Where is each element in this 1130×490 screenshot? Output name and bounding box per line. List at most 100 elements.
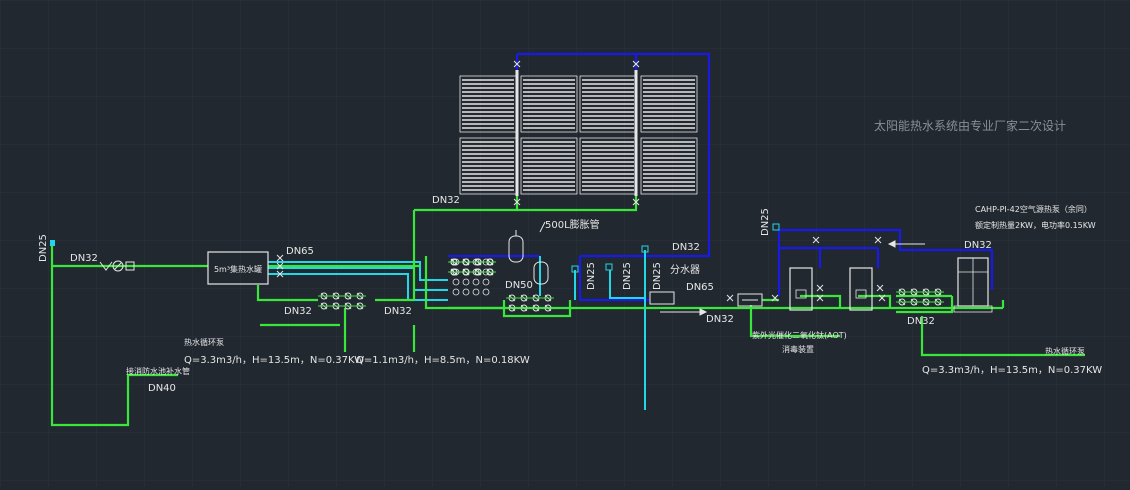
pump-b-spec: Q=1.1m3/h，H=8.5m，N=0.18KW [356, 355, 530, 366]
heater-a-pipe [800, 294, 842, 308]
dn32-pump-c-label: DN32 [907, 316, 935, 327]
solar-panel [640, 75, 698, 133]
gate-valve-icon [632, 60, 640, 68]
solar-panel [579, 137, 637, 195]
dn32-pump-b-label: DN32 [384, 306, 412, 317]
solar-panel [459, 75, 517, 133]
fire-pool-pipe-label: 接消防水池补水管 [126, 366, 190, 376]
pump-group-a [318, 292, 366, 310]
uv-disinfection-label: 紫外光催化二氧化钛(AOT) [752, 330, 847, 340]
dn25-label-c: DN25 [652, 262, 663, 290]
pump-c-spec: Q=3.3m3/h，H=13.5m，N=0.37KW [922, 365, 1102, 376]
heatpump-spec-label: 额定制热量2KW，电功率0.15KW [975, 220, 1096, 230]
water-heater-a [789, 267, 813, 311]
gate-valve-icon [513, 198, 521, 206]
heatpump-model-label: CAHP-PI-42空气源热泵（余同） [975, 204, 1092, 214]
gate-valve-icon [726, 294, 734, 302]
pump-a-title: 热水循环泵 [184, 337, 224, 347]
pump-b-loop [502, 300, 572, 318]
hot-water-tank-label: 5m³集热水罐 [214, 264, 262, 274]
supply-pipes [50, 196, 1085, 427]
tank-outlet-cyan-3 [268, 273, 448, 301]
main-hot-supply-pipe [424, 256, 1003, 310]
design-note: 太阳能热水系统由专业厂家二次设计 [874, 118, 1066, 133]
pressure-gauge-icon [112, 260, 124, 272]
dn32-pump-a-label: DN32 [284, 306, 312, 317]
dn25-label-b: DN25 [622, 262, 633, 290]
gate-valve-icon [876, 284, 884, 292]
gate-valve-icon [874, 236, 882, 244]
solar-panel [520, 75, 578, 133]
collector-supply-right [517, 196, 638, 212]
solar-panel [459, 137, 517, 195]
tank-outlet-cyan-1 [268, 261, 448, 281]
dn65-tank-label: DN65 [286, 246, 314, 257]
water-divider [649, 291, 675, 305]
gate-valve-icon [812, 236, 820, 244]
fire-pool-leader [126, 373, 178, 395]
meter-icon [125, 261, 135, 271]
return-to-divider-pipe [578, 256, 650, 302]
cyan-branch-b [609, 270, 645, 299]
expansion-vessel [533, 261, 549, 285]
dn32-return-label: DN32 [672, 242, 700, 253]
dn32-inlet-label: DN32 [70, 253, 98, 264]
pump-c-title: 热水循环泵 [1045, 346, 1085, 356]
expansion-tank-label: 500L膨胀管 [545, 218, 600, 231]
pump-group-c [896, 288, 944, 306]
dn50-label: DN50 [505, 280, 533, 291]
inlet-fittings [50, 240, 135, 272]
dn65-right-label: DN65 [686, 282, 714, 293]
disinfection-device-label: 消毒装置 [782, 344, 814, 354]
valves [276, 60, 886, 302]
inlet-valve-icon [50, 240, 55, 246]
dn32-main-label: DN32 [706, 314, 734, 325]
dn25-left-label: DN25 [38, 234, 49, 262]
dn40-label: DN40 [148, 383, 176, 394]
gate-valve-icon [878, 294, 886, 302]
gate-valve-icon [276, 254, 284, 262]
pump-a-spec: Q=3.3m3/h，H=13.5m，N=0.37KW [184, 355, 364, 366]
solar-panel [579, 75, 637, 133]
solar-collector-array [459, 70, 698, 196]
pump-c-leader [920, 316, 1085, 357]
dn25-label-a: DN25 [586, 262, 597, 290]
gate-valve-icon [513, 60, 521, 68]
dn32-heatpump-label: DN32 [964, 240, 992, 251]
flow-arrow-head-b [887, 240, 896, 248]
water-heater-b [849, 267, 873, 311]
expansion-leader [539, 221, 546, 233]
gate-valve-icon [276, 270, 284, 278]
water-divider-label: 分水器 [670, 264, 700, 276]
dn25-markers [571, 223, 780, 273]
manifold-valves [452, 258, 490, 296]
aot-disinfection-unit [737, 293, 763, 307]
solar-panel [520, 137, 578, 195]
dn25-top-label: DN25 [760, 208, 771, 236]
gate-valve-icon [816, 294, 824, 302]
gate-valve-icon [632, 198, 640, 206]
gate-valve-icon [816, 284, 824, 292]
gate-valve-icon [771, 294, 779, 302]
dn32-collector-label: DN32 [432, 195, 460, 206]
outlet-valve-stack [448, 258, 496, 276]
left-makeup-loop [50, 246, 130, 427]
check-valve-icon [99, 261, 113, 271]
air-source-heat-pump [953, 257, 993, 313]
pump-a-suction-pipe [256, 285, 318, 302]
flow-arrow-head-a [699, 308, 708, 316]
heater-b-pipe [858, 294, 892, 308]
pump-group-b [506, 294, 554, 312]
expansion-tank [508, 230, 524, 263]
flow-arrows [660, 240, 925, 316]
pump-groups [318, 258, 944, 312]
gate-valve-icon [276, 262, 284, 270]
hot-water-tank [207, 251, 269, 285]
solar-panel [640, 137, 698, 195]
pump-c-loop-bottom [896, 296, 954, 314]
aot-leader [749, 305, 840, 338]
heatpump-return-pipe [779, 228, 994, 290]
